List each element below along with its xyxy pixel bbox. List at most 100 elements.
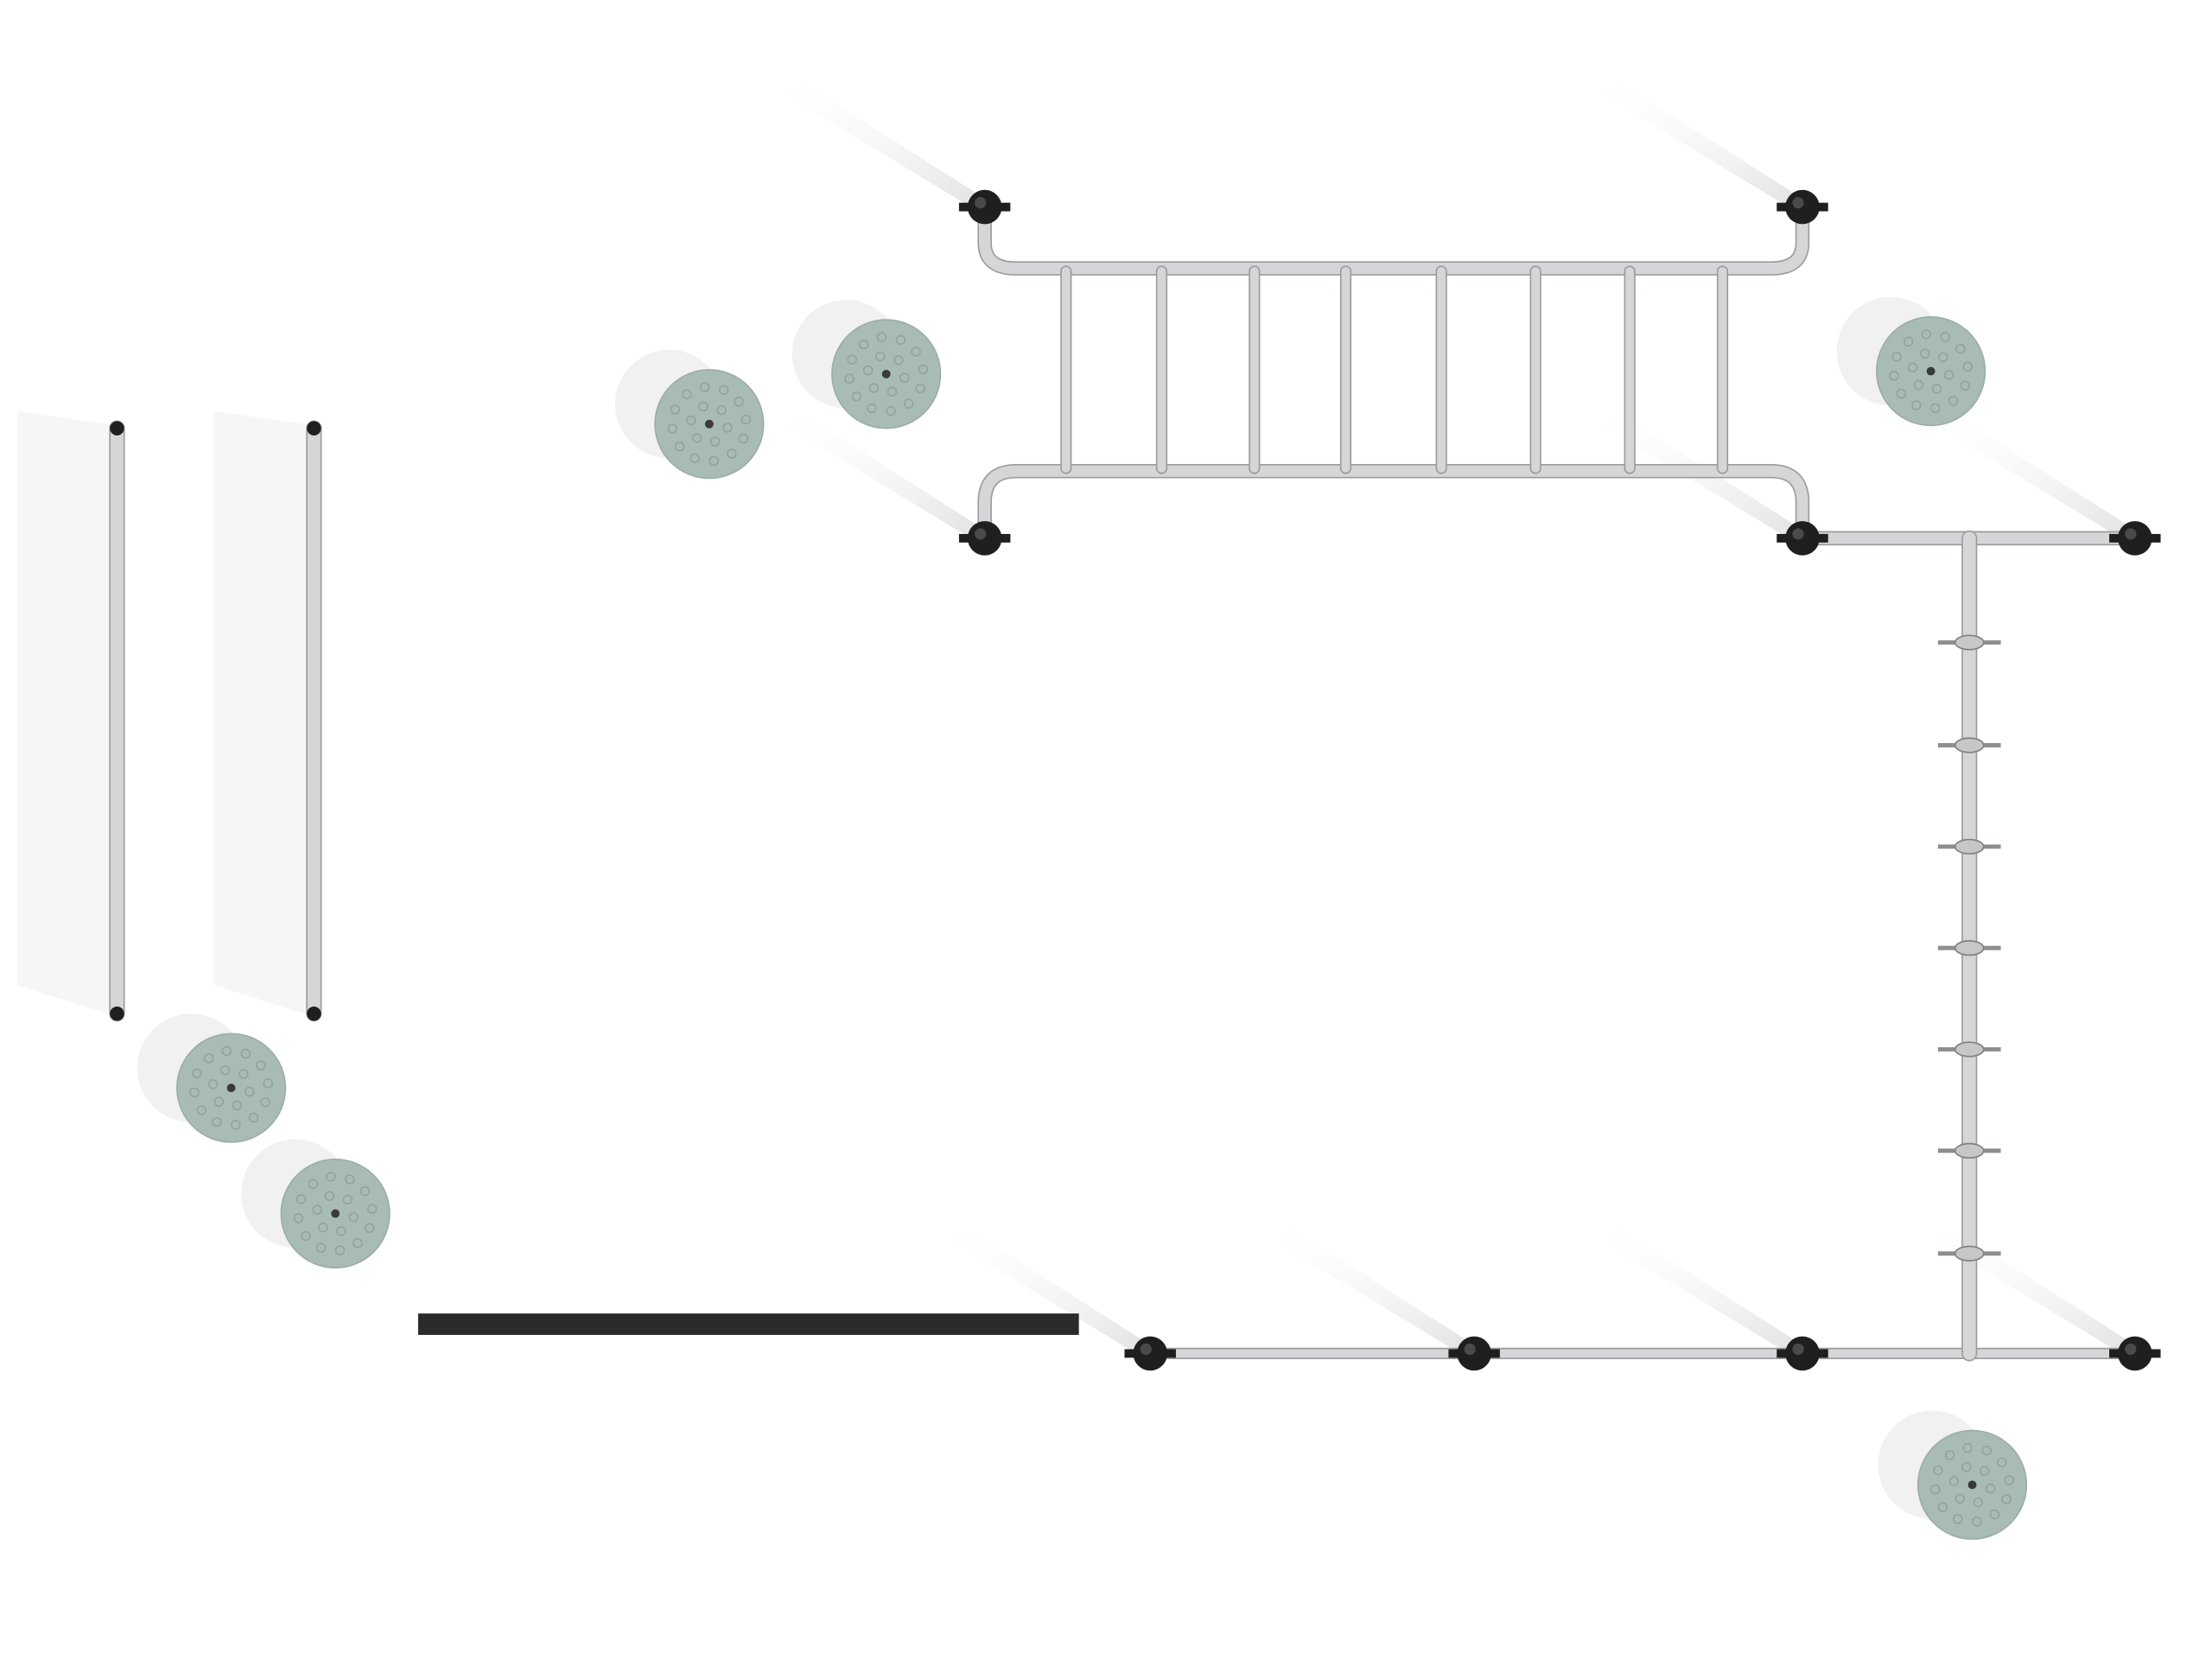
stone-grip [326, 1172, 336, 1182]
stone-grip [1955, 1493, 1966, 1504]
stone-grip [324, 1191, 335, 1201]
stone-grip [221, 1046, 232, 1057]
stone-grip [248, 1112, 259, 1123]
post-shadow [1588, 1217, 1802, 1363]
stone-grip [219, 1065, 231, 1076]
stone-grip [1989, 1509, 2000, 1520]
post-shadow [1588, 71, 1802, 216]
post-shadow [1921, 402, 2135, 547]
stone-grip [334, 1245, 346, 1255]
post-highlight [1140, 1343, 1152, 1356]
rail-clamp [1954, 940, 1985, 957]
stone-grip [1933, 1465, 1943, 1476]
stone-grip [1972, 1516, 1982, 1527]
stone-bolt [331, 1209, 340, 1218]
bar-cap [307, 1006, 321, 1021]
stone-grip [722, 423, 733, 433]
stone-grip [674, 441, 685, 452]
rail-clamp [1954, 737, 1985, 753]
stone-grip [915, 383, 925, 394]
stone-grip [2004, 1475, 2014, 1485]
rail-clamp [1954, 1245, 1985, 1262]
stone-grip [895, 334, 906, 346]
post-highlight [1792, 528, 1804, 540]
stone-grip [698, 401, 709, 412]
stone-grip [847, 354, 857, 365]
stone-grip [1920, 348, 1930, 359]
post-shadow [936, 1217, 1151, 1363]
stone-grip [893, 355, 904, 365]
stone-grip [903, 398, 914, 409]
post-highlight [2125, 1343, 2137, 1356]
rail-clamp [1954, 634, 1985, 651]
stone-bolt [881, 369, 891, 378]
stone-grip [301, 1230, 311, 1242]
stone-grip [858, 339, 869, 350]
stone-grip [366, 1204, 378, 1214]
stone-grip [876, 332, 887, 343]
stone-grip [336, 1226, 346, 1236]
post [1785, 1336, 1820, 1371]
stone-grip [1979, 1465, 1990, 1477]
stone-grip [213, 1096, 225, 1107]
bar-cap [307, 421, 321, 435]
post [1457, 1336, 1491, 1371]
stone-grip [1997, 1457, 2007, 1468]
post [1785, 521, 1820, 556]
rail-clamp [1954, 1142, 1985, 1159]
stone-grip [1948, 1476, 1960, 1486]
stone-grip [844, 373, 855, 384]
stone-grip [875, 351, 886, 362]
stone-grip [1889, 371, 1899, 381]
stone-grip [1960, 380, 1970, 391]
stone-grip [1940, 332, 1951, 342]
stone-grip [207, 1079, 219, 1090]
stone-grip [1981, 1446, 1993, 1456]
post-shadow [770, 402, 985, 547]
post-highlight [1792, 197, 1804, 209]
stone-grip [918, 364, 929, 375]
stone-grip [1961, 1462, 1972, 1472]
stone-grip [734, 397, 744, 407]
post [967, 521, 1002, 556]
stone-grip [741, 414, 752, 425]
bar-cap [110, 421, 124, 435]
stone-grip [1903, 336, 1914, 347]
stone-grip [293, 1212, 304, 1224]
stone-grip [238, 1069, 249, 1079]
post-highlight [1464, 1343, 1476, 1356]
stone-grip [318, 1222, 328, 1233]
bar-shadow [213, 410, 315, 1017]
post [967, 189, 1002, 225]
stone-grip [1891, 352, 1902, 362]
ladder-bottom-rail-edge [977, 464, 1810, 546]
stone-grip [345, 1174, 355, 1185]
stone-grip [342, 1194, 353, 1205]
stone-grip [232, 1100, 243, 1111]
post-shadow [770, 71, 985, 216]
bar-cap [110, 1006, 124, 1021]
stone-grip [709, 436, 721, 447]
stone-grip [867, 403, 877, 414]
bar-shadow [16, 410, 118, 1017]
stone-grip [256, 1060, 266, 1071]
post-shadow [1921, 1217, 2135, 1363]
stone-grip [1962, 361, 1974, 372]
stone-grip [862, 365, 874, 376]
stone-bolt [704, 419, 714, 429]
stone-grip [308, 1179, 319, 1189]
stone-grip [260, 1097, 270, 1108]
stone-grip [364, 1223, 375, 1233]
stone-grip [738, 433, 749, 444]
stone-bolt [226, 1084, 236, 1093]
ladder-bottom-rail [979, 465, 1808, 544]
stone-grip [887, 386, 898, 397]
stone-grip [296, 1193, 307, 1205]
stone-grip [1943, 370, 1955, 380]
stone-grip [699, 382, 710, 392]
post [2117, 521, 2152, 556]
stone-grip [670, 404, 681, 415]
stone-grip [315, 1243, 327, 1253]
stepping-stones [137, 296, 2028, 1541]
